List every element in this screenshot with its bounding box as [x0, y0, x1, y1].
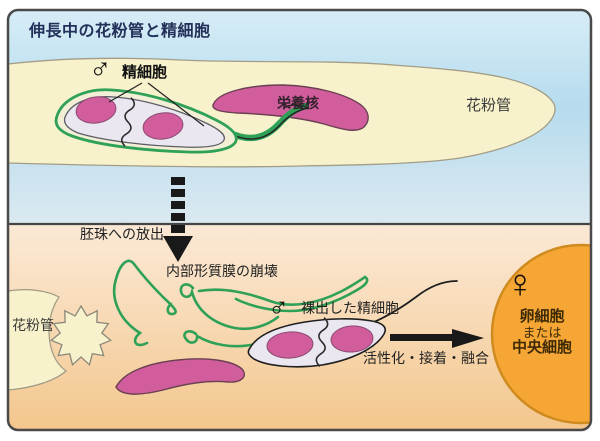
sperm-nucleus-right	[142, 112, 184, 140]
dashed-down-arrow-icon	[163, 177, 193, 262]
vegetative-nucleus-shape	[212, 84, 369, 131]
naked-sperm-nucleus-left	[266, 331, 314, 359]
diagram-title: 伸長中の花粉管と精細胞	[29, 23, 211, 40]
burst-opening-shape	[50, 304, 112, 367]
sperm-junction-squiggle	[120, 97, 136, 147]
membrane-collapse-label: 内部形質膜の崩壊	[166, 263, 278, 279]
sperm-cells-label: 精細胞	[122, 64, 168, 81]
frame-border	[6, 8, 593, 432]
egg-cell-shape	[490, 243, 591, 425]
pollen-tube-label-top: 花粉管	[466, 97, 512, 114]
naked-sperm-junction-squiggle	[315, 317, 329, 367]
naked-sperm-nucleus-right	[330, 325, 374, 353]
pollen-tube-tip-shape	[8, 289, 67, 391]
egg-cell-line1: 卵細胞	[519, 308, 565, 325]
egg-cell-line2: または	[522, 324, 562, 340]
sperm-nucleus-left	[75, 96, 117, 124]
egg-cell-line3: 中央細胞	[511, 339, 572, 357]
membrane-fragment-curl	[179, 283, 280, 331]
pollen-tube-label-bottom: 花粉管	[12, 317, 54, 333]
release-to-ovule-label: 胚珠への放出	[80, 226, 164, 242]
activation-adhesion-fusion-label: 活性化・接着・融合	[363, 350, 489, 366]
male-icon: ♂	[89, 52, 112, 85]
membrane-fragment-ribbon	[197, 275, 369, 313]
membrane-fragment-loop	[112, 259, 177, 347]
degenerating-nucleus-shape	[115, 358, 246, 395]
female-icon: ♀	[505, 262, 535, 306]
label-pointer-left	[108, 82, 143, 103]
male-icon-bottom: ♂	[268, 291, 289, 322]
naked-sperm-tail	[373, 280, 458, 323]
label-pointer-right	[147, 82, 205, 127]
egg-cell-text: 卵細胞 または 中央細胞	[494, 308, 590, 357]
right-arrow-icon	[390, 329, 484, 348]
naked-sperm-label: 裸出した精細胞	[301, 300, 399, 316]
vegetative-nucleus-label: 栄養核	[277, 95, 319, 111]
sperm-tail-membrane	[224, 102, 310, 142]
sperm-tail-core	[228, 104, 311, 140]
